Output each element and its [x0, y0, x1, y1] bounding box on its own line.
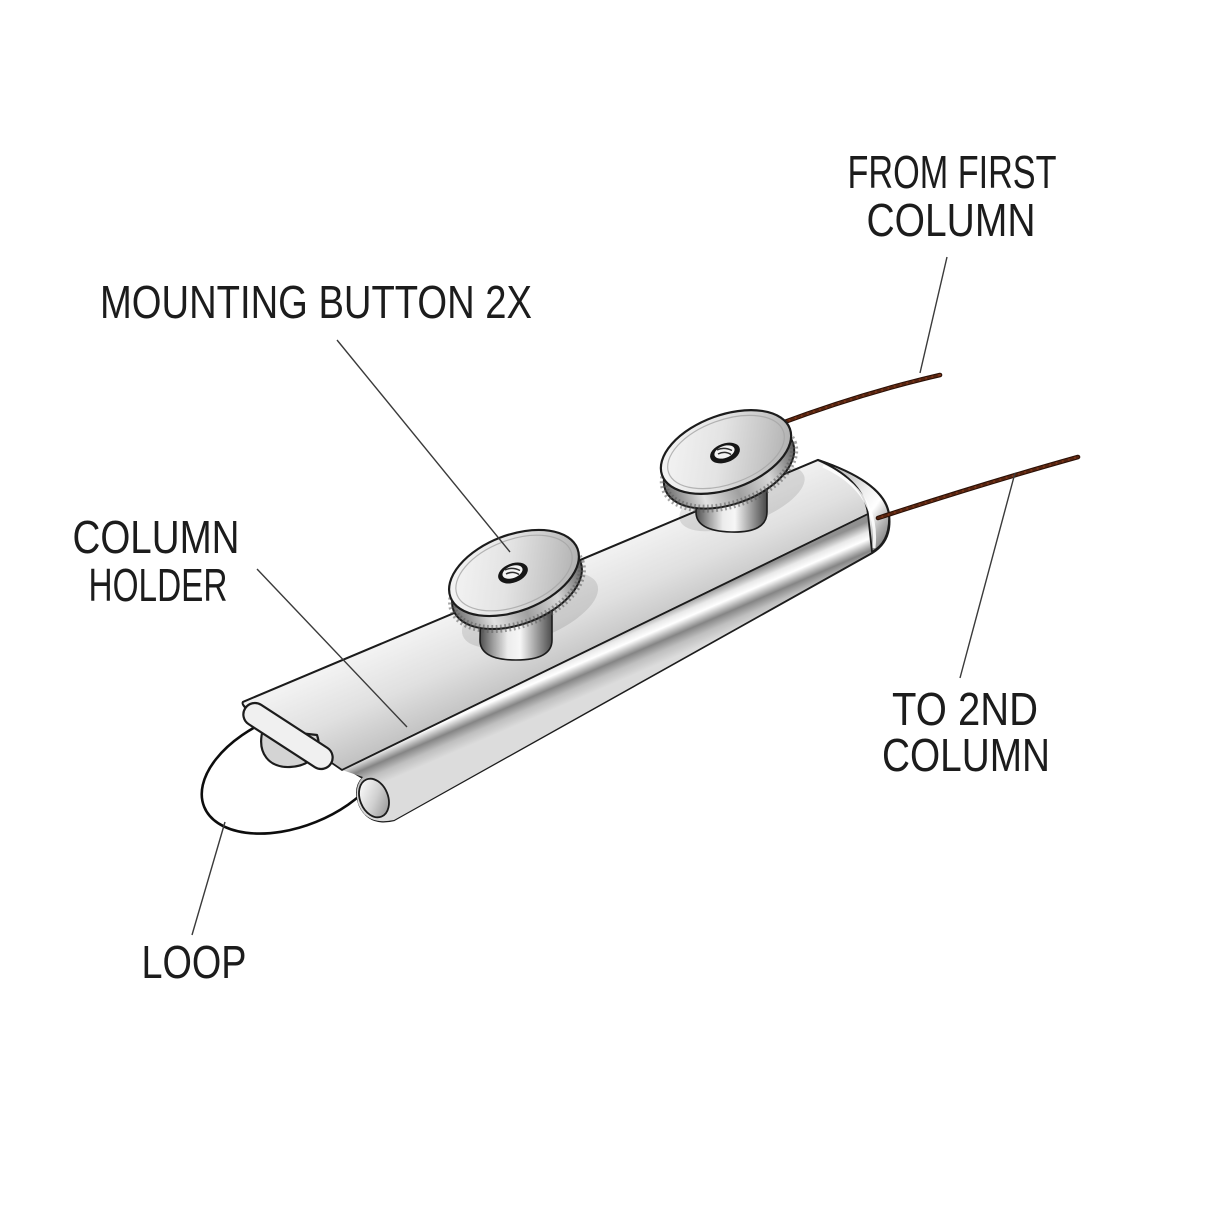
plate-open-end-rim [242, 701, 334, 771]
button1-thread-lines [504, 567, 521, 576]
wire1-twist-texture [777, 373, 942, 426]
label-column-holder-line2: HOLDER [89, 559, 228, 611]
leader-to-2nd-column [959, 472, 1016, 679]
plate-left-edge-cap [358, 777, 390, 819]
label-column-holder-line1: COLUMN [73, 511, 240, 563]
label-to-2nd-column-line1: TO 2ND [892, 683, 1038, 735]
leader-column-holder [256, 568, 408, 728]
wire2-twist-texture [876, 455, 1080, 520]
wire-from-first-column [776, 372, 943, 427]
leader-mounting-button [336, 339, 511, 553]
label-from-first-column-line2: COLUMN [867, 194, 1036, 246]
button2-rim-knurl [659, 419, 799, 513]
label-mounting-button: MOUNTING BUTTON 2X [100, 276, 532, 328]
leader-lines [191, 256, 1016, 936]
wire1-core [777, 373, 942, 426]
mounting-button-2 [659, 409, 805, 533]
button2-thread-lines [716, 447, 733, 456]
column-holder-plate [241, 458, 891, 823]
plate-near-edge-crease [341, 513, 869, 771]
leader-from-first-column [919, 256, 948, 374]
leader-loop [191, 821, 226, 936]
wire1-outer [776, 372, 943, 427]
button1-rim-knurl [448, 538, 586, 634]
plate-right-cap-highlight [822, 464, 877, 549]
label-loop: LOOP [142, 936, 247, 988]
label-to-2nd-column-line2: COLUMN [882, 729, 1050, 781]
wire2-core [876, 455, 1080, 520]
plate-right-end-cap [817, 459, 890, 554]
button2-chamfer-ring [667, 414, 785, 490]
label-from-first-column-line1: FROM FIRST [848, 146, 1057, 198]
wire-to-2nd-column [875, 454, 1081, 521]
annotation-labels: MOUNTING BUTTON 2X FROM FIRST COLUMN COL… [73, 146, 1057, 988]
plate-rolled-edge [342, 514, 872, 822]
mounting-button-1 [447, 528, 599, 661]
